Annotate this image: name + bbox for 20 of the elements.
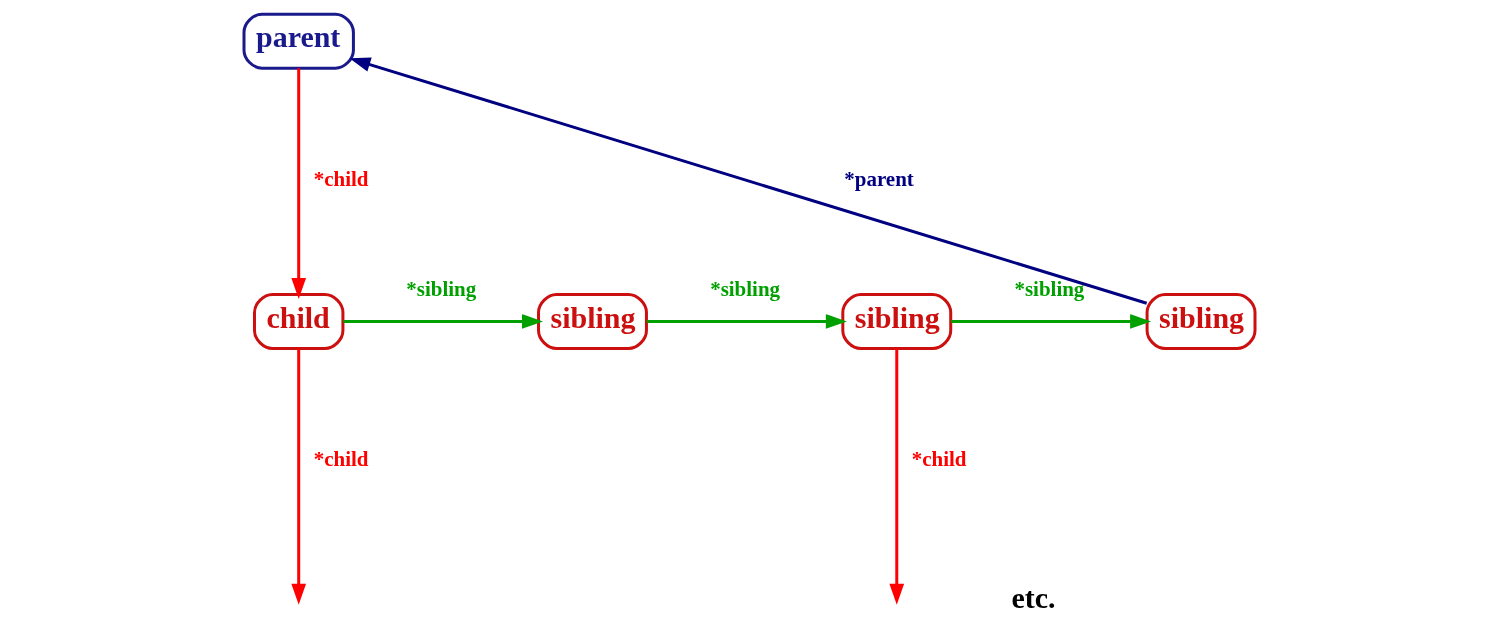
arrow xyxy=(291,68,307,299)
edge-label: *child xyxy=(911,447,967,472)
node-box: sibling xyxy=(841,293,953,350)
edge-label: *child xyxy=(313,167,369,192)
edge-label: *sibling xyxy=(406,276,477,301)
arrow xyxy=(291,348,307,605)
node-box: sibling xyxy=(1145,293,1257,350)
edge-label: *parent xyxy=(844,167,914,192)
arrow xyxy=(889,348,905,605)
label: etc. xyxy=(1011,580,1056,614)
edge-label: *sibling xyxy=(710,276,781,301)
edge-label: *child xyxy=(313,447,369,472)
node-box: child xyxy=(253,293,345,350)
edge-label: *sibling xyxy=(1014,276,1085,301)
node-box: sibling xyxy=(537,293,648,350)
arrow xyxy=(343,314,543,329)
node-box: parent xyxy=(242,12,355,70)
arrow xyxy=(646,314,847,329)
arrow xyxy=(349,57,1148,305)
arrow xyxy=(951,314,1152,329)
